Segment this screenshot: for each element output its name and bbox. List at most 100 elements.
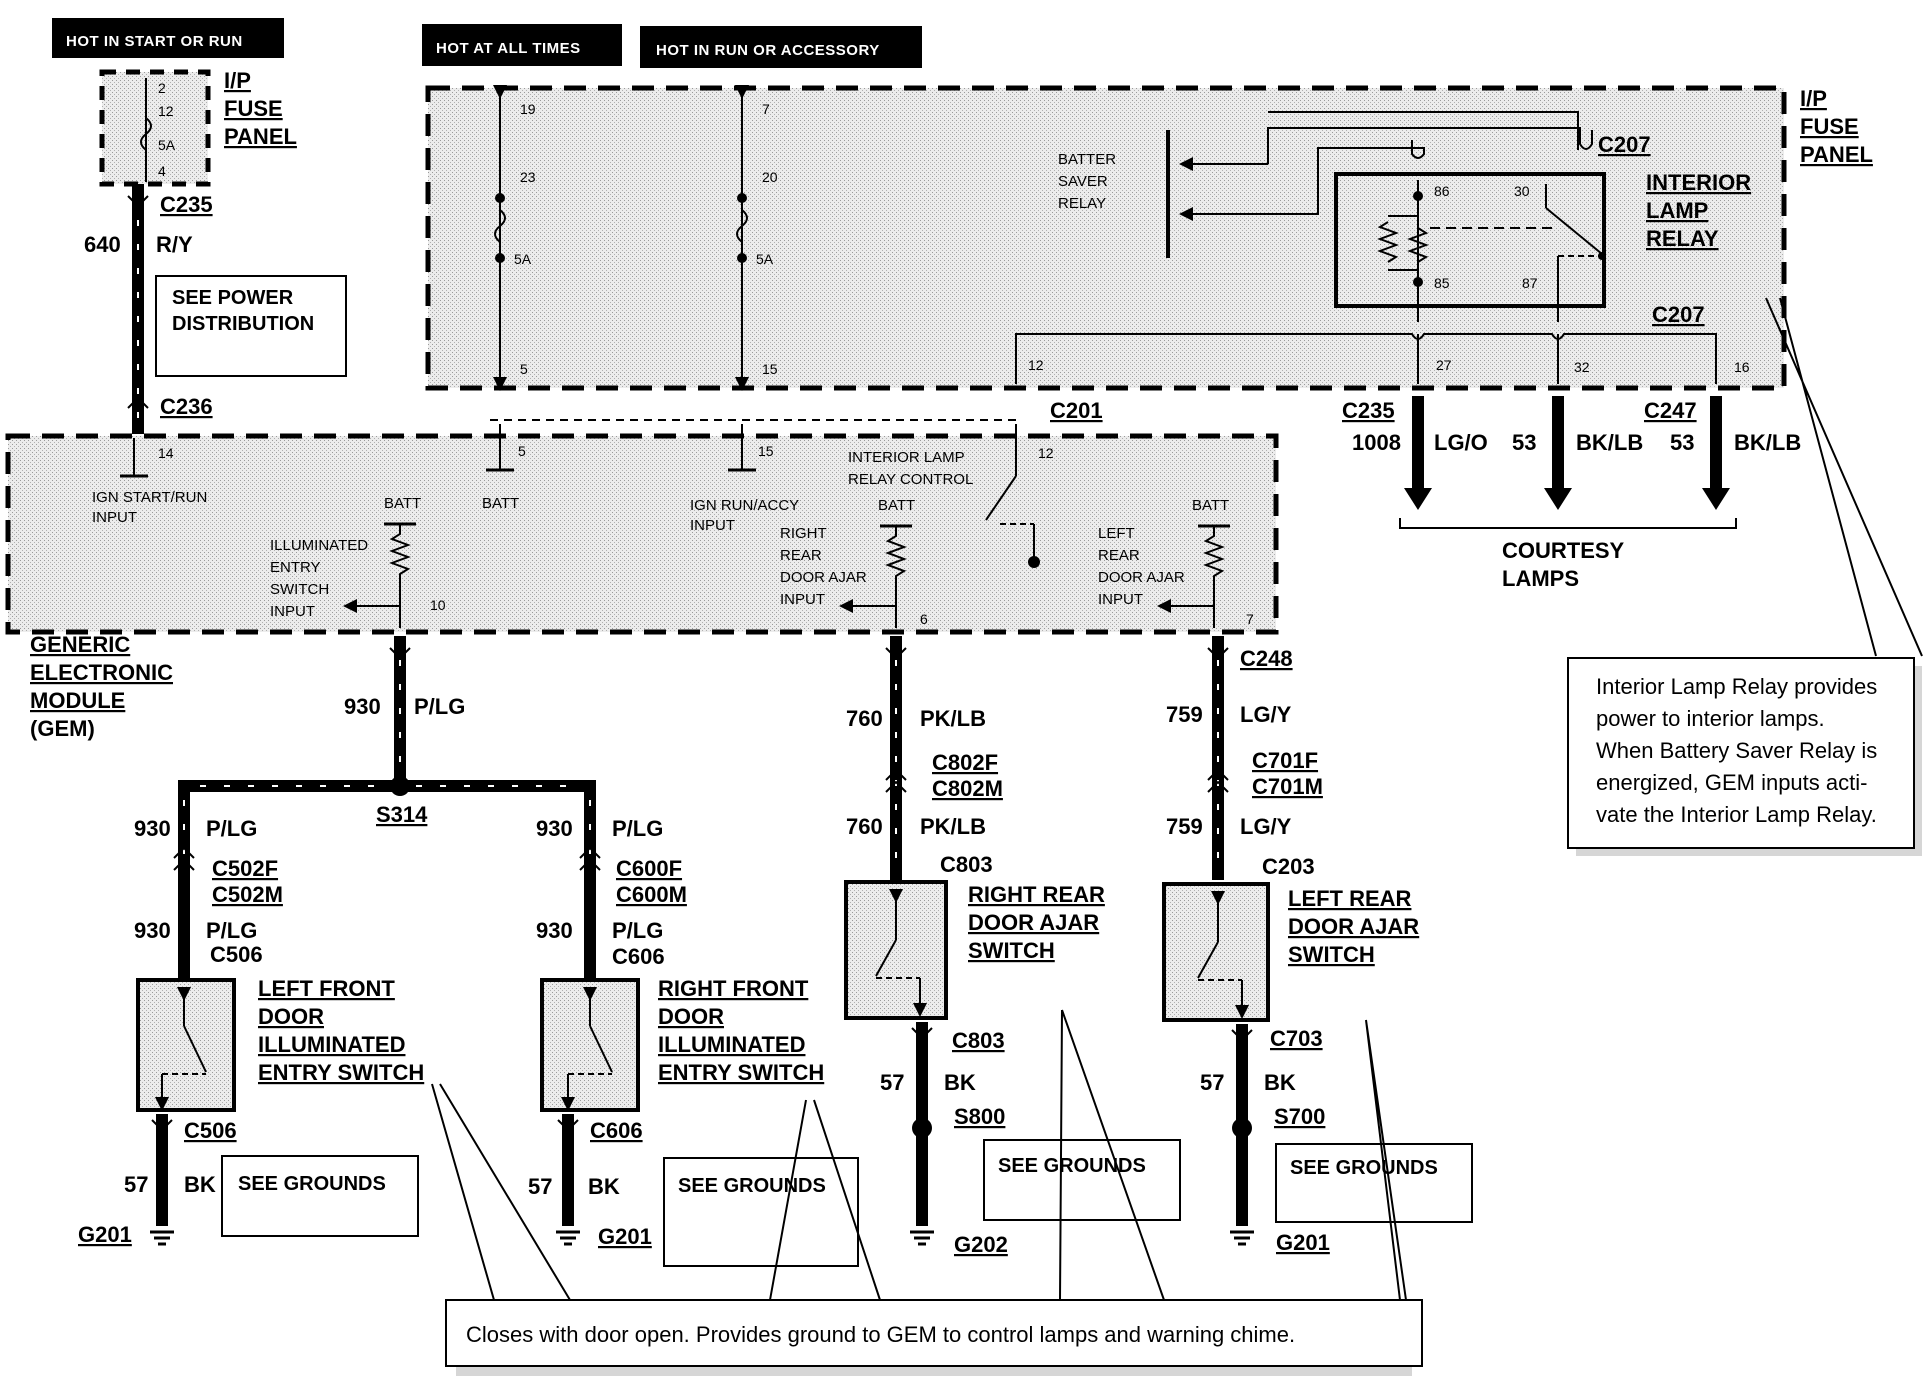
svg-text:7: 7 (762, 101, 770, 117)
header-hot-all-times: HOT AT ALL TIMES (422, 24, 622, 66)
svg-text:15: 15 (762, 361, 778, 377)
svg-text:4: 4 (158, 163, 166, 179)
connector-c236: C236 (160, 394, 213, 419)
connector-c600f: C600F (616, 856, 682, 881)
gem-module: C201 14 IGN START/RUN INPUT 5 BATT 15 IG… (5, 398, 1279, 741)
svg-text:DISTRIBUTION: DISTRIBUTION (172, 313, 314, 335)
svg-text:PK/LB: PK/LB (920, 706, 986, 731)
right-front-switch-label-2: DOOR (658, 1004, 724, 1029)
header-hot-start-run: HOT IN START OR RUN (52, 18, 284, 58)
connector-c802f: C802F (932, 750, 998, 775)
svg-text:energized, GEM inputs acti-: energized, GEM inputs acti- (1596, 770, 1867, 795)
see-grounds-box-rr[interactable]: SEE GROUNDS (983, 1139, 1181, 1221)
connector-c502m: C502M (212, 882, 283, 907)
svg-text:23: 23 (520, 169, 536, 185)
ground-label-rf: G201 (598, 1224, 652, 1249)
svg-text:14: 14 (158, 445, 174, 461)
ground-label-lr: G201 (1276, 1230, 1330, 1255)
svg-text:DOOR AJAR: DOOR AJAR (780, 569, 867, 586)
svg-text:930: 930 (344, 694, 381, 719)
connector-c203: C203 (1262, 854, 1315, 879)
svg-text:REAR: REAR (780, 547, 822, 564)
connector-c606-top: C606 (612, 944, 665, 969)
svg-text:759: 759 (1166, 814, 1203, 839)
svg-text:16: 16 (1734, 359, 1750, 375)
ground-label-rr: G202 (954, 1232, 1008, 1257)
left-front-switch-label-4: ENTRY SWITCH (258, 1060, 424, 1085)
svg-text:19: 19 (520, 101, 536, 117)
svg-text:BK: BK (184, 1172, 216, 1197)
svg-text:930: 930 (134, 918, 171, 943)
svg-text:BK/LB: BK/LB (1734, 430, 1801, 455)
ground-g201-right-front (556, 1230, 580, 1246)
svg-text:HOT AT ALL TIMES: HOT AT ALL TIMES (436, 40, 581, 57)
fuse-panel-left-title-1: I/P (224, 68, 251, 93)
gem-label-4: (GEM) (30, 716, 95, 741)
svg-text:930: 930 (536, 816, 573, 841)
ground-g201-left-front (150, 1230, 174, 1246)
svg-text:57: 57 (880, 1070, 904, 1095)
see-grounds-box-lf[interactable]: SEE GROUNDS (221, 1155, 419, 1237)
svg-text:LG/Y: LG/Y (1240, 814, 1292, 839)
gem-label-3: MODULE (30, 688, 125, 713)
svg-text:HOT IN RUN OR ACCESSORY: HOT IN RUN OR ACCESSORY (656, 42, 880, 59)
interior-lamp-relay-label-1: INTERIOR (1646, 170, 1751, 195)
svg-text:LG/Y: LG/Y (1240, 702, 1292, 727)
wire-930-main: 930 P/LG S314 (178, 636, 596, 980)
connector-c703: C703 (1270, 1026, 1323, 1051)
left-front-switch-label-2: DOOR (258, 1004, 324, 1029)
ground-g202 (910, 1230, 934, 1246)
svg-text:SAVER: SAVER (1058, 173, 1108, 190)
connector-c803-bottom: C803 (952, 1028, 1005, 1053)
svg-text:BK: BK (944, 1070, 976, 1095)
svg-text:Closes with door open. Provide: Closes with door open. Provides ground t… (466, 1322, 1295, 1347)
fuse-panel-right-title-3: PANEL (1800, 142, 1873, 167)
gem-label-1: GENERIC (30, 632, 130, 657)
svg-text:INPUT: INPUT (1098, 591, 1143, 608)
connector-c701f: C701F (1252, 748, 1318, 773)
svg-text:When Battery Saver Relay is: When Battery Saver Relay is (1596, 738, 1877, 763)
svg-text:BATT: BATT (878, 497, 915, 514)
svg-text:SWITCH: SWITCH (270, 581, 329, 598)
wire-640: C235 640 R/Y C236 (84, 184, 213, 434)
switch-note-callout: Closes with door open. Provides ground t… (431, 1009, 1423, 1376)
svg-text:REAR: REAR (1098, 547, 1140, 564)
gem-label-2: ELECTRONIC (30, 660, 173, 685)
connector-c506-top: C506 (210, 942, 263, 967)
svg-text:BATT: BATT (482, 495, 519, 512)
svg-text:BATTER: BATTER (1058, 151, 1116, 168)
left-front-switch-label-3: ILLUMINATED (258, 1032, 405, 1057)
connector-c247: C247 (1644, 398, 1697, 423)
svg-text:930: 930 (134, 816, 171, 841)
svg-text:20: 20 (762, 169, 778, 185)
svg-text:BK: BK (1264, 1070, 1296, 1095)
svg-text:COURTESY: COURTESY (1502, 538, 1625, 563)
see-grounds-box-lr[interactable]: SEE GROUNDS (1275, 1143, 1473, 1223)
right-rear-switch-label-1: RIGHT REAR (968, 882, 1105, 907)
svg-text:ENTRY: ENTRY (270, 559, 321, 576)
svg-text:Interior Lamp Relay provides: Interior Lamp Relay provides (1596, 674, 1877, 699)
right-rear-switch-label-3: SWITCH (968, 938, 1055, 963)
svg-text:P/LG: P/LG (206, 816, 257, 841)
svg-text:BK: BK (588, 1174, 620, 1199)
svg-text:P/LG: P/LG (612, 816, 663, 841)
svg-text:5A: 5A (756, 251, 774, 267)
left-front-door-circuit: 930 P/LG C502F C502M 930 P/LG C506 LEFT … (78, 800, 424, 1247)
left-rear-switch-label-2: DOOR AJAR (1288, 914, 1419, 939)
svg-text:760: 760 (846, 706, 883, 731)
svg-text:5: 5 (520, 361, 528, 377)
svg-text:32: 32 (1574, 359, 1590, 375)
svg-text:HOT IN START OR RUN: HOT IN START OR RUN (66, 33, 243, 50)
connector-c235-courtesy: C235 (1342, 398, 1395, 423)
svg-text:BK/LB: BK/LB (1576, 430, 1643, 455)
see-power-distribution-box[interactable]: SEE POWER DISTRIBUTION (155, 275, 347, 377)
svg-text:IGN RUN/ACCY: IGN RUN/ACCY (690, 497, 799, 514)
svg-text:15: 15 (758, 443, 774, 459)
see-grounds-box-rf[interactable]: SEE GROUNDS (663, 1157, 859, 1267)
svg-text:BATT: BATT (384, 495, 421, 512)
svg-text:57: 57 (528, 1174, 552, 1199)
svg-text:RIGHT: RIGHT (780, 525, 827, 542)
svg-text:P/LG: P/LG (206, 918, 257, 943)
header-hot-run-accessory: HOT IN RUN OR ACCESSORY (640, 26, 922, 68)
